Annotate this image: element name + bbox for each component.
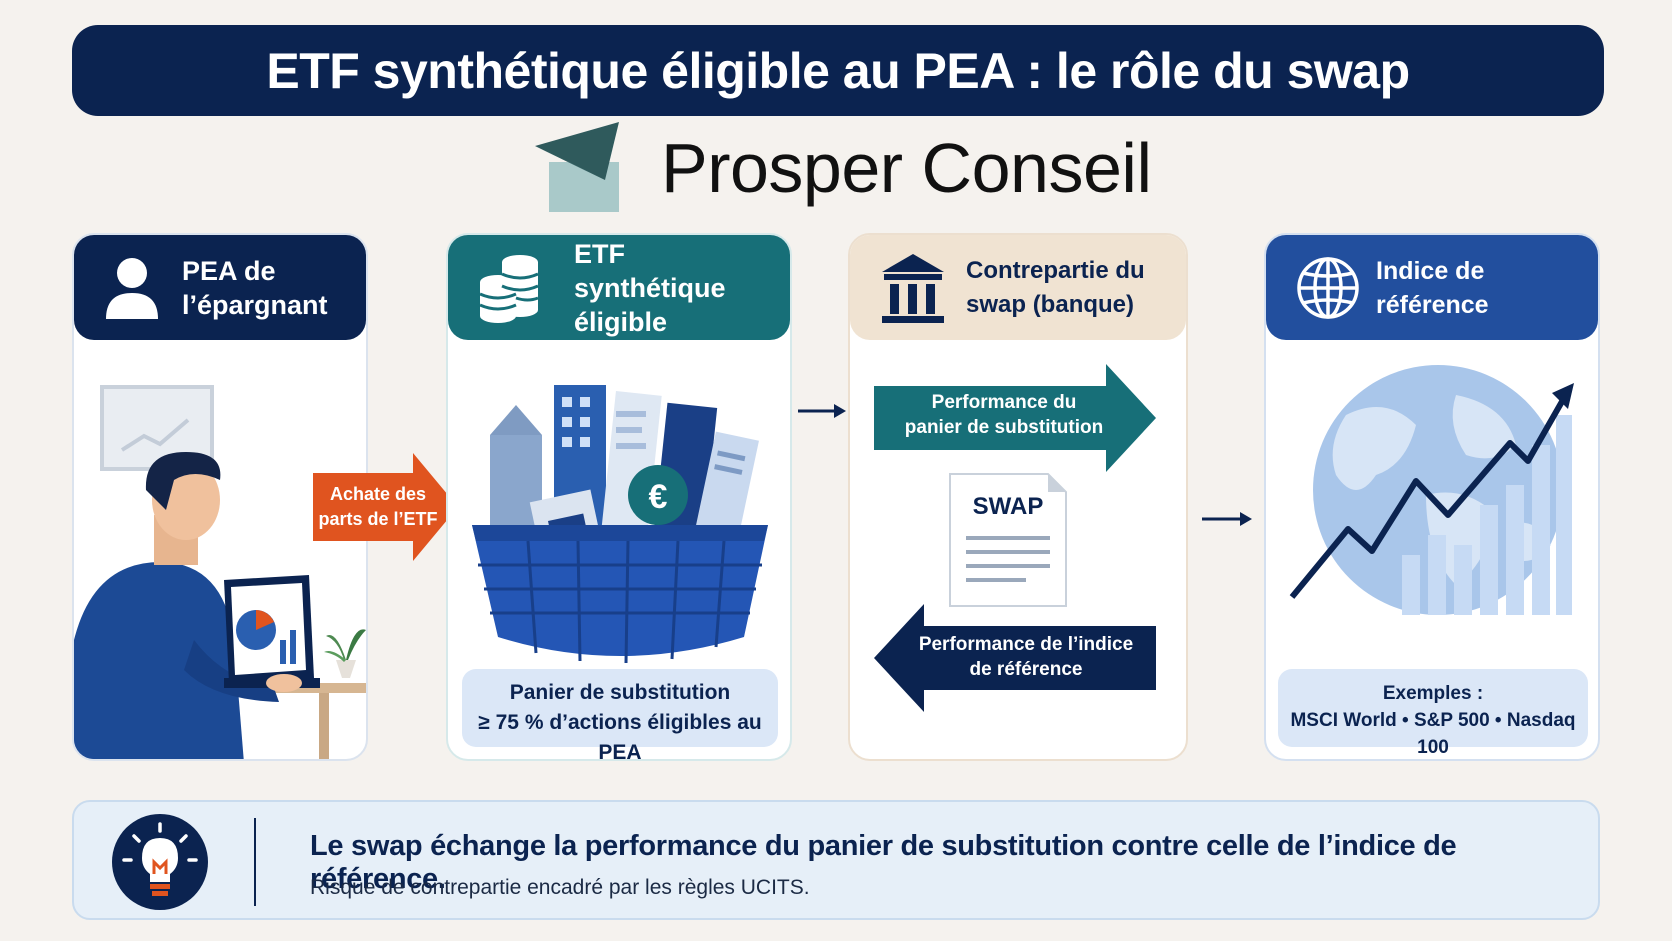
substitution-basket-caption: Panier de substitution ≥ 75 % d’actions …	[462, 669, 778, 759]
column-etf-header: ETF synthétique éligible	[448, 235, 790, 340]
index-examples-list: MSCI World • S&P 500 • Nasdaq 100	[1290, 710, 1576, 758]
bank-icon	[882, 253, 944, 323]
connector-arrow-2	[1202, 512, 1252, 526]
tip-divider	[254, 818, 256, 906]
column-index-label: Indice de référence	[1376, 256, 1489, 319]
column-etf: ETF synthétique éligible € Panier de sub…	[446, 233, 792, 761]
buy-arrow-label: Achate des parts de l’ETF	[318, 484, 438, 529]
page-title: ETF synthétique éligible au PEA : le rôl…	[266, 42, 1410, 99]
column-etf-label: ETF synthétique éligible	[574, 238, 726, 337]
swap-flows	[874, 364, 1156, 712]
globe-icon	[1297, 256, 1359, 319]
swap-document-label: SWAP	[972, 493, 1044, 520]
column-pea-label: PEA de l’épargnant	[182, 255, 328, 320]
user-icon	[106, 257, 158, 319]
connector-arrow-1	[798, 404, 846, 418]
brand: Prosper Conseil	[535, 122, 1152, 214]
index-examples-caption: Exemples : MSCI World • S&P 500 • Nasdaq…	[1278, 669, 1588, 758]
buy-arrow	[313, 453, 458, 561]
tip-sub-text: Risque de contrepartie encadré par les r…	[310, 876, 810, 899]
tip-main-text: Le swap échange la performance du panier…	[310, 830, 1457, 895]
title-banner: ETF synthétique éligible au PEA : le rôl…	[72, 25, 1604, 116]
key-takeaway-box: Le swap échange la performance du panier…	[72, 800, 1600, 920]
substitution-basket-rule: ≥ 75 % d’actions éligibles au PEA	[478, 711, 762, 761]
basket-performance-label: Performance du panier de substitution	[904, 392, 1104, 438]
svg-text:€: €	[649, 478, 668, 516]
column-index: Indice de référence Exemples : MSCI Worl…	[1264, 233, 1600, 761]
column-pea: PEA de l’épargnant	[72, 233, 368, 761]
column-bank-label: Contrepartie du swap (banque)	[966, 256, 1145, 318]
envelope-logo-icon	[535, 122, 619, 212]
column-index-header: Indice de référence	[1266, 235, 1598, 340]
lightbulb-icon	[112, 814, 208, 910]
index-growth-illustration	[1289, 365, 1574, 615]
index-performance-label: Performance de l’indice de référence	[918, 634, 1134, 680]
brand-name: Prosper Conseil	[661, 129, 1152, 207]
investor-illustration	[74, 385, 366, 759]
coins-icon	[479, 254, 539, 323]
substitution-basket-illustration: €	[472, 385, 768, 664]
substitution-basket-title: Panier de substitution	[509, 681, 731, 704]
column-pea-header: PEA de l’épargnant	[74, 235, 366, 340]
index-examples-title: Exemples :	[1382, 683, 1484, 704]
column-bank-header: Contrepartie du swap (banque)	[850, 235, 1186, 340]
column-bank: Contrepartie du swap (banque) Performanc…	[848, 233, 1188, 761]
